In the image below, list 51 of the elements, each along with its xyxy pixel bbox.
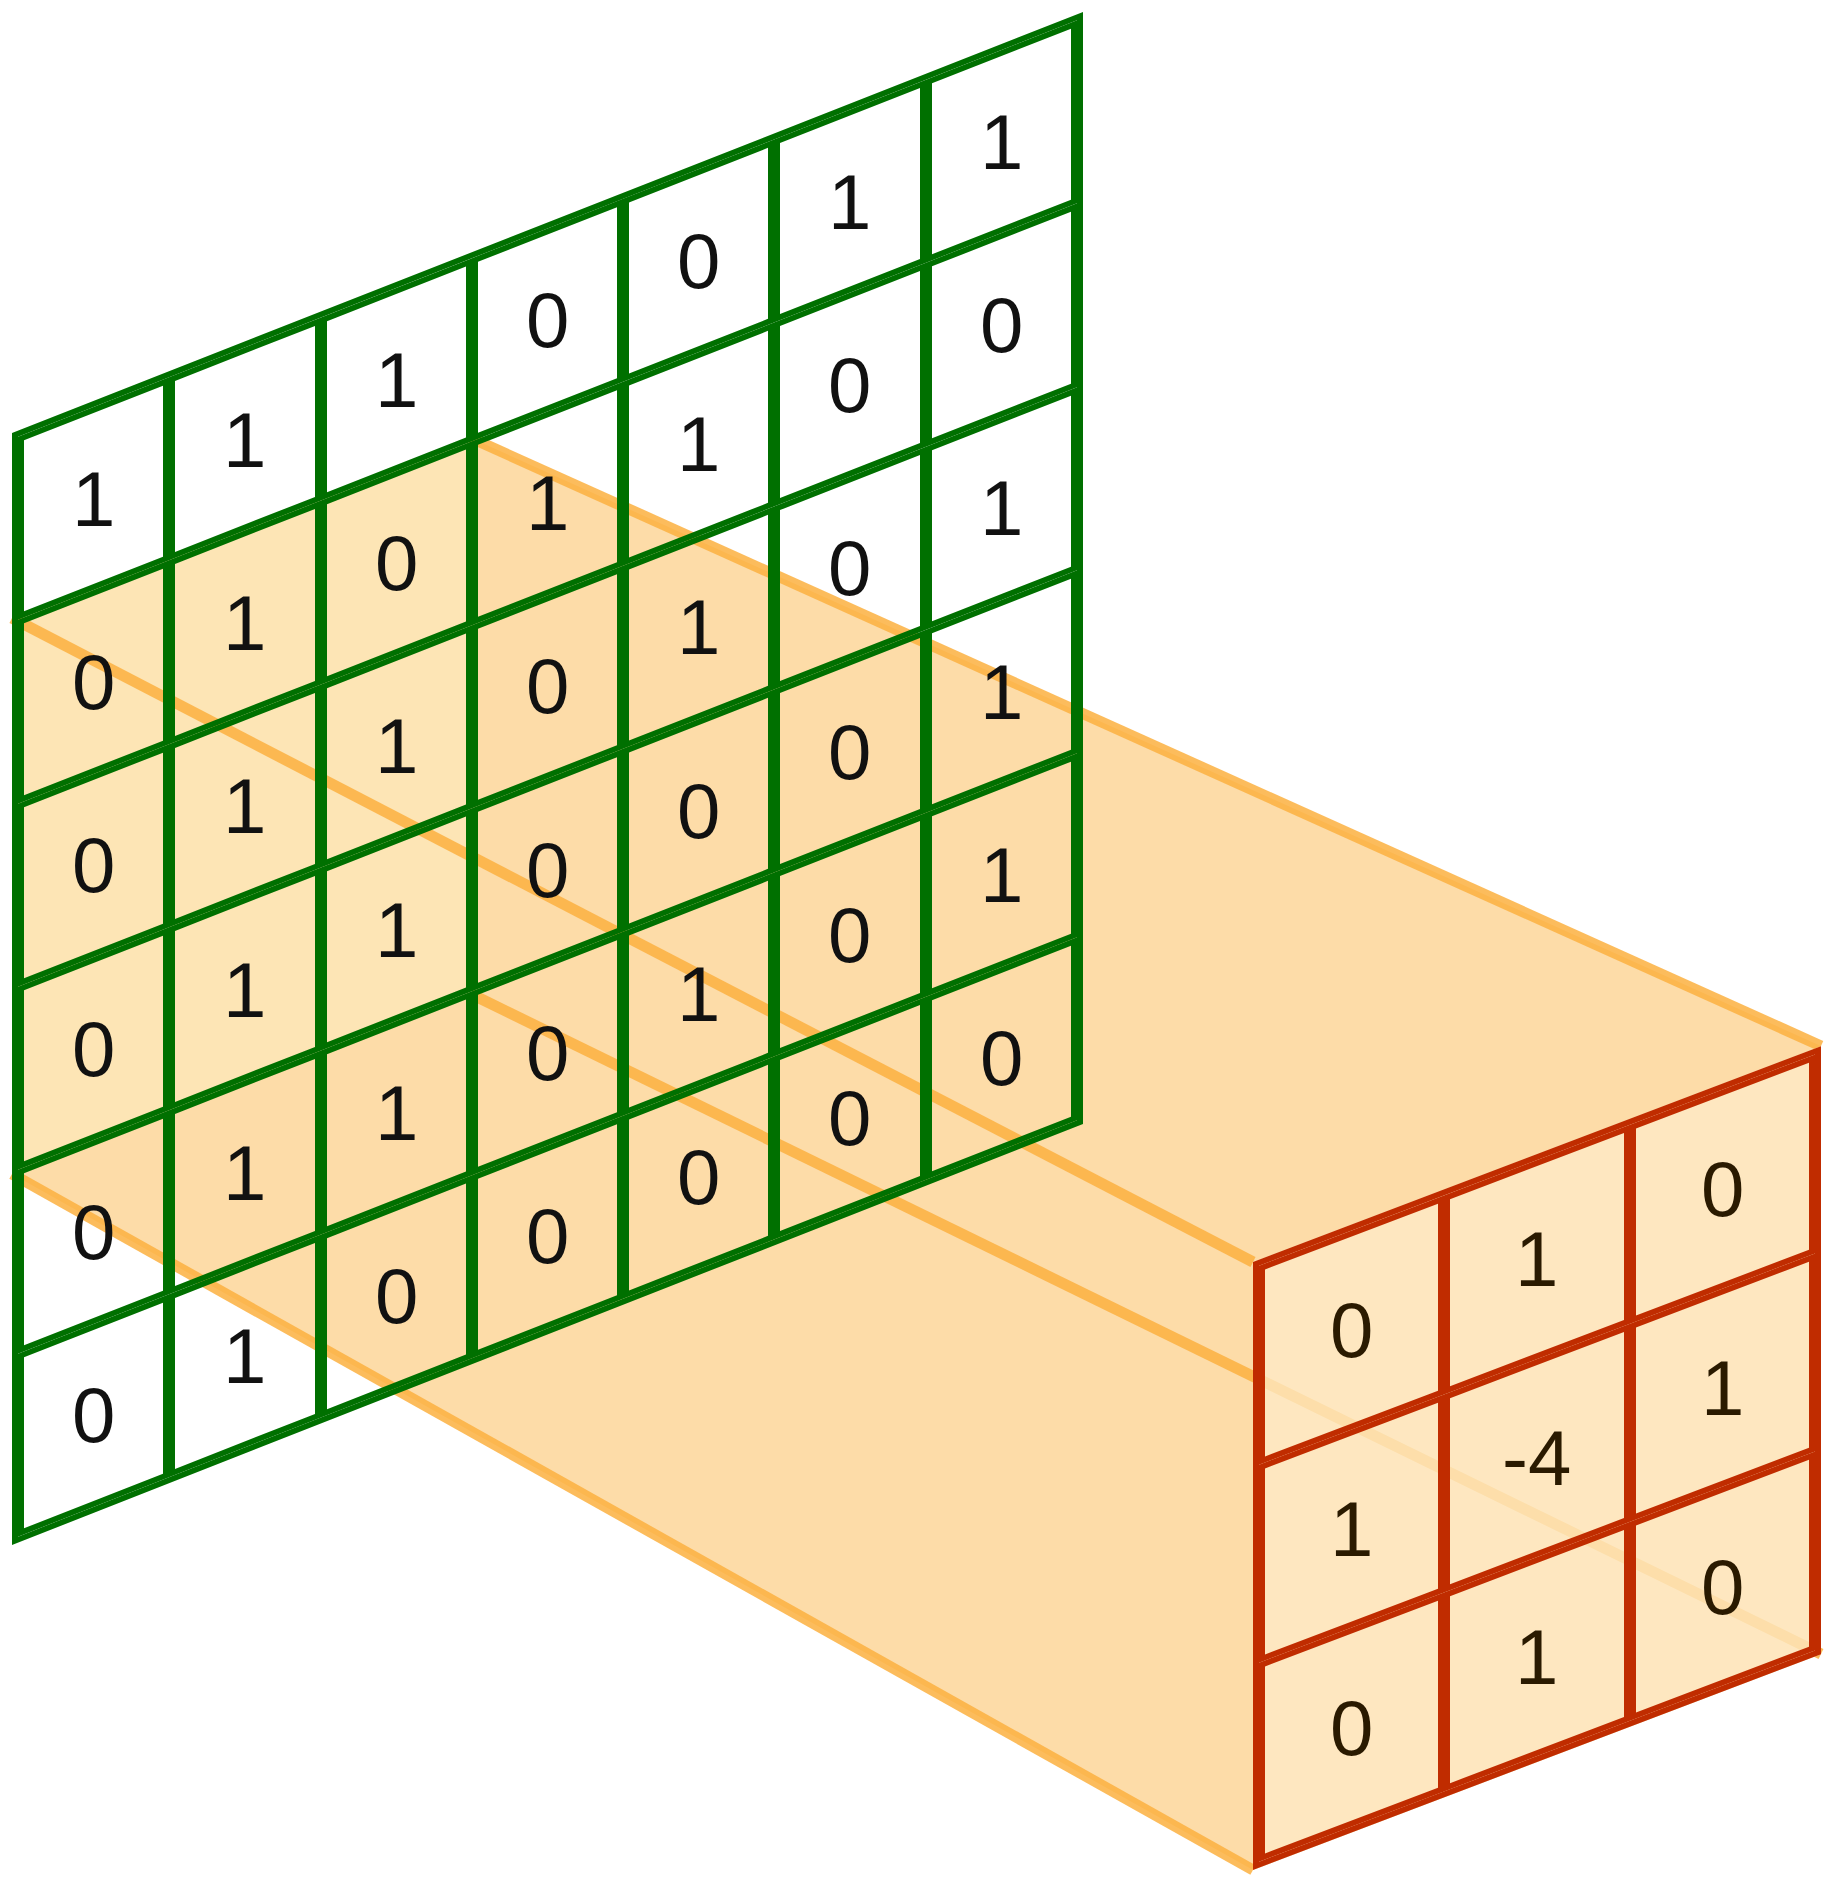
cell-value: 1 bbox=[979, 102, 1024, 181]
cell-value: 1 bbox=[223, 766, 267, 845]
cell-value: 1 bbox=[374, 340, 418, 419]
cell-value: 0 bbox=[677, 1138, 721, 1217]
cell-value: 0 bbox=[525, 1014, 570, 1093]
cell-value: 0 bbox=[525, 1197, 570, 1276]
cell-value: 0 bbox=[525, 647, 570, 726]
cell-value: 0 bbox=[828, 1078, 872, 1157]
cell-value: 0 bbox=[525, 831, 570, 910]
cell-value: 0 bbox=[71, 1009, 116, 1088]
cell-value: 1 bbox=[374, 1073, 418, 1152]
cell-value: 1 bbox=[374, 890, 418, 969]
cell-value: 0 bbox=[677, 771, 721, 850]
cell-value: 0 bbox=[828, 895, 872, 974]
cell-value: 0 bbox=[71, 642, 116, 721]
cell-value: 1 bbox=[1515, 1220, 1559, 1299]
cell-value: 0 bbox=[71, 1376, 116, 1455]
cell-value: 0 bbox=[525, 281, 570, 360]
cell-value: 0 bbox=[828, 345, 872, 424]
cell-value: 0 bbox=[1700, 1150, 1744, 1229]
cell-value: 1 bbox=[979, 836, 1024, 915]
cell-value: 0 bbox=[828, 712, 872, 791]
cell-value: 1 bbox=[71, 459, 116, 538]
cell-value: 1 bbox=[677, 955, 721, 1033]
cell-value: 1 bbox=[223, 1133, 267, 1212]
cell-value: 0 bbox=[1700, 1547, 1744, 1626]
cell-value: 0 bbox=[979, 1019, 1024, 1098]
cell-value: -4 bbox=[1502, 1419, 1572, 1498]
cell-value: 0 bbox=[374, 1257, 418, 1336]
cell-value: 1 bbox=[223, 950, 267, 1029]
cell-value: 1 bbox=[1329, 1489, 1374, 1568]
cell-value: 1 bbox=[677, 405, 721, 483]
cell-value: 1 bbox=[223, 583, 267, 662]
cell-value: 1 bbox=[374, 707, 418, 786]
cell-value: 0 bbox=[374, 523, 418, 602]
cell-value: 1 bbox=[1700, 1348, 1744, 1427]
cell-value: 1 bbox=[979, 652, 1024, 731]
cell-value: 1 bbox=[223, 400, 267, 479]
cell-value: 1 bbox=[1515, 1617, 1559, 1696]
cell-value: 0 bbox=[1329, 1688, 1374, 1767]
cell-value: 1 bbox=[677, 588, 721, 667]
input-grid bbox=[12, 12, 1083, 1545]
cell-value: 1 bbox=[525, 464, 570, 543]
cell-value: 0 bbox=[979, 286, 1024, 365]
cell-value: 0 bbox=[1329, 1290, 1374, 1369]
cell-value: 1 bbox=[828, 162, 872, 241]
cell-value: 0 bbox=[828, 528, 872, 607]
cell-value: 1 bbox=[223, 1316, 267, 1395]
cell-value: 1 bbox=[979, 469, 1024, 548]
cell-value: 0 bbox=[677, 221, 721, 300]
cell-value: 0 bbox=[71, 826, 116, 905]
